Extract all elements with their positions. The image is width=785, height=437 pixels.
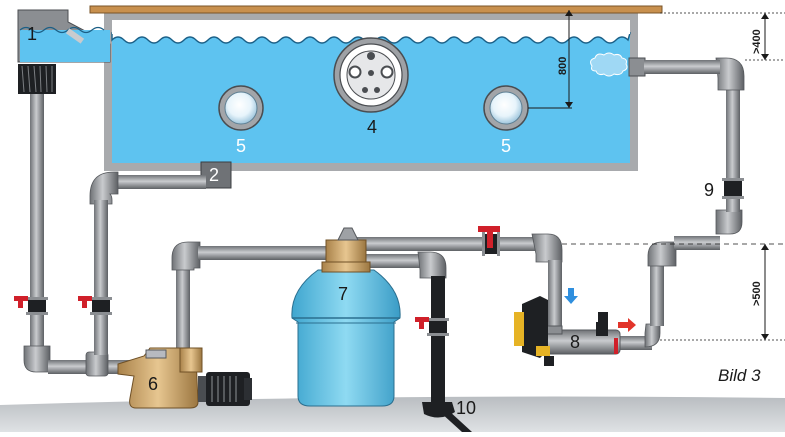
valve-drain-line bbox=[415, 317, 449, 336]
label-light-right: 5 bbox=[501, 136, 511, 156]
skimmer-basket bbox=[18, 64, 56, 94]
light-left bbox=[218, 85, 264, 131]
dim-heater-height: >500 bbox=[751, 281, 763, 306]
inlet-bubbles bbox=[590, 52, 628, 77]
valve-skimmer bbox=[14, 296, 48, 315]
dimension-light-depth bbox=[528, 10, 573, 109]
valve-drain bbox=[78, 296, 112, 315]
return-inlet bbox=[628, 57, 646, 77]
pool-coping bbox=[89, 5, 663, 14]
sand-filter bbox=[291, 227, 401, 407]
label-pump: 6 bbox=[148, 374, 158, 394]
label-heater: 8 bbox=[570, 332, 580, 352]
label-check-valve: 9 bbox=[704, 180, 714, 200]
label-filter: 7 bbox=[338, 284, 348, 304]
label-main-drain: 2 bbox=[209, 165, 219, 185]
arrow-cold-in bbox=[564, 288, 578, 304]
dim-inlet-depth: >400 bbox=[751, 29, 763, 54]
light-right bbox=[483, 85, 529, 131]
pump bbox=[117, 347, 252, 409]
heat-exchanger bbox=[514, 296, 621, 366]
dim-light-depth: 800 bbox=[557, 57, 569, 75]
label-light-left: 5 bbox=[236, 136, 246, 156]
dimension-inlet-depth bbox=[660, 12, 785, 61]
caption: Bild 3 bbox=[718, 366, 761, 385]
valve-heater-bypass bbox=[478, 226, 500, 256]
check-valve bbox=[722, 178, 744, 199]
label-counter-current: 4 bbox=[367, 117, 377, 137]
arrow-hot-out bbox=[618, 318, 636, 332]
label-drain-outlet: 10 bbox=[456, 398, 476, 418]
label-skimmer: 1 bbox=[27, 24, 37, 44]
dimension-heater-height bbox=[562, 243, 785, 341]
